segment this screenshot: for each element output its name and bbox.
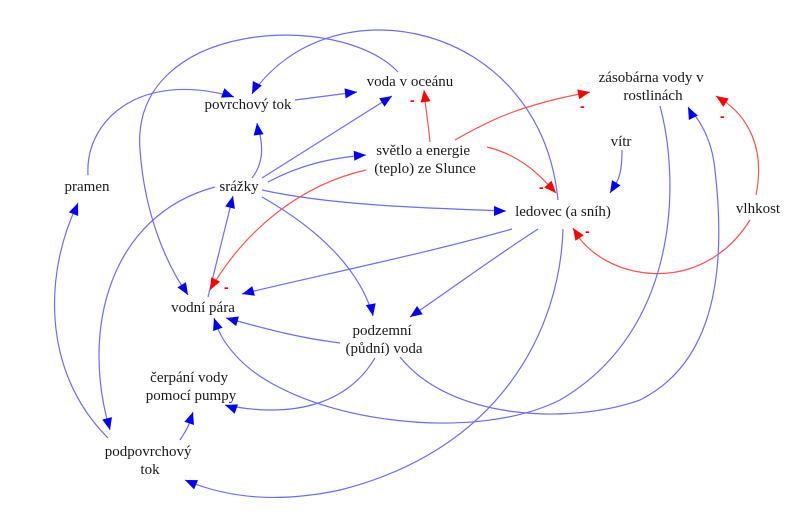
link-srazky-to-ledovec[interactable] [261, 189, 507, 216]
node-podpovrchovy-tok[interactable]: podpovrchový tok [105, 444, 195, 478]
arrowhead-icon [344, 88, 357, 99]
link-curve [224, 357, 376, 411]
arrowhead-icon [177, 282, 188, 295]
link-vlhkost-to-zasobarna[interactable]: - [715, 95, 760, 196]
negative-polarity-sign: - [410, 92, 415, 108]
arrowhead-icon [68, 203, 79, 216]
node-srazky[interactable]: srážky [219, 179, 259, 195]
link-pramen-to-povrchovy-tok[interactable] [87, 88, 235, 176]
arrowhead-icon [184, 412, 194, 425]
arrowhead-icon [253, 123, 264, 136]
labels-layer: povrchový tok voda v oceánu zásobárna vo… [65, 70, 781, 478]
arrowhead-icon [353, 150, 366, 161]
link-vlhkost-to-ledovec[interactable]: - [572, 219, 751, 275]
link-zasobarna-to-vodni-para[interactable] [213, 105, 671, 424]
link-ledovec-to-podzemni-voda[interactable] [409, 228, 539, 318]
arrowhead-icon [213, 318, 223, 331]
arrowhead-icon [577, 89, 590, 100]
node-vodni-para[interactable]: vodní pára [171, 300, 235, 316]
arrowhead-icon [226, 316, 239, 327]
link-curve [572, 219, 751, 275]
node-voda-v-oceanu[interactable]: voda v oceánu [367, 74, 454, 90]
link-vitr-to-ledovec[interactable] [609, 149, 623, 194]
node-vlhkost[interactable]: vlhkost [736, 201, 781, 217]
link-curve [454, 91, 591, 141]
link-curve [139, 34, 399, 296]
link-podpovrchovy-tok-to-cerpani[interactable] [179, 411, 194, 441]
link-curve [409, 228, 539, 318]
link-curve [261, 189, 507, 212]
node-povrchovy-tok[interactable]: povrchový tok [204, 97, 292, 113]
negative-polarity-sign: - [585, 223, 590, 239]
arrowhead-icon [379, 96, 392, 107]
link-curve [241, 228, 513, 295]
link-curve [209, 169, 367, 291]
arrowhead-icon [494, 206, 506, 216]
arrowhead-icon [610, 180, 621, 193]
link-podzemni-voda-to-cerpani[interactable] [224, 357, 376, 414]
arrowhead-icon [210, 277, 221, 290]
arrowhead-icon [221, 88, 234, 98]
negative-polarity-sign: - [224, 279, 229, 295]
node-pramen[interactable]: pramen [65, 179, 110, 195]
link-curve [267, 154, 367, 183]
link-podzemni-voda-to-zasobarna[interactable] [399, 106, 720, 415]
link-srazky-to-povrchovy-tok[interactable] [251, 122, 264, 179]
link-srazky-to-svetlo[interactable] [267, 150, 367, 183]
link-podzemni-voda-to-vodni-para[interactable] [225, 316, 341, 344]
negative-polarity-sign: - [720, 108, 725, 124]
link-povrchovy-tok-to-voda-v-oceanu[interactable] [294, 88, 358, 101]
link-curve [486, 146, 557, 194]
arrowhead-icon [716, 96, 729, 107]
node-vitr[interactable]: vítr [611, 134, 632, 150]
negative-polarity-sign: - [580, 98, 585, 114]
links-layer: - - - - - - [54, 29, 760, 498]
arrowhead-icon [688, 107, 698, 120]
arrowhead-icon [242, 286, 255, 296]
arrowhead-icon [410, 306, 423, 317]
link-curve [98, 186, 216, 431]
arrowhead-icon [544, 180, 556, 193]
link-curve [715, 95, 760, 196]
link-curve [251, 29, 559, 201]
link-svetlo-to-ledovec[interactable]: - [486, 146, 557, 195]
link-podpovrchovy-tok-to-pramen[interactable] [54, 202, 109, 439]
arrowhead-icon [252, 81, 262, 94]
negative-polarity-sign: - [539, 179, 544, 195]
node-zasobarna-vody-v-rostlinach[interactable]: zásobárna vody v rostlinách [599, 70, 708, 104]
arrowhead-icon [365, 303, 376, 316]
node-podzemni-voda[interactable]: podzemní (půdní) voda [345, 323, 422, 357]
link-srazky-to-podzemni-voda[interactable] [261, 196, 376, 317]
link-ledovec-to-podpovrchovy-tok[interactable] [184, 228, 564, 498]
link-curve [399, 106, 720, 415]
link-curve [261, 95, 393, 179]
link-ledovec-to-vodni-para[interactable] [241, 228, 513, 296]
link-voda-v-oceanu-to-vodni-para[interactable] [139, 34, 399, 296]
arrowhead-icon [225, 404, 238, 414]
arrowhead-icon [420, 90, 431, 103]
link-svetlo-to-vodni-para[interactable]: - [209, 169, 367, 295]
arrowhead-icon [573, 228, 584, 241]
link-curve [87, 88, 235, 176]
node-svetlo-a-energie[interactable]: světlo a energie (teplo) ze Slunce [374, 143, 476, 177]
link-curve [54, 202, 109, 439]
arrowhead-icon [102, 417, 112, 430]
node-ledovec[interactable]: ledovec (a sníh) [515, 204, 611, 220]
link-srazky-to-podpovrchovy-tok[interactable] [98, 186, 216, 431]
link-curve [184, 228, 564, 498]
link-svetlo-to-zasobarna[interactable]: - [454, 89, 591, 141]
link-svetlo-to-voda-v-oceanu[interactable]: - [410, 89, 431, 143]
link-curve [213, 105, 671, 424]
link-curve [225, 317, 341, 344]
arrowhead-icon [225, 196, 235, 209]
link-ledovec-to-povrchovy-tok[interactable] [251, 29, 559, 201]
node-cerpani-vody-pumpou[interactable]: čerpání vody pomocí pumpy [146, 370, 237, 404]
link-srazky-to-voda-v-oceanu[interactable] [261, 95, 393, 179]
link-curve [261, 196, 374, 317]
arrowhead-icon [185, 480, 198, 490]
